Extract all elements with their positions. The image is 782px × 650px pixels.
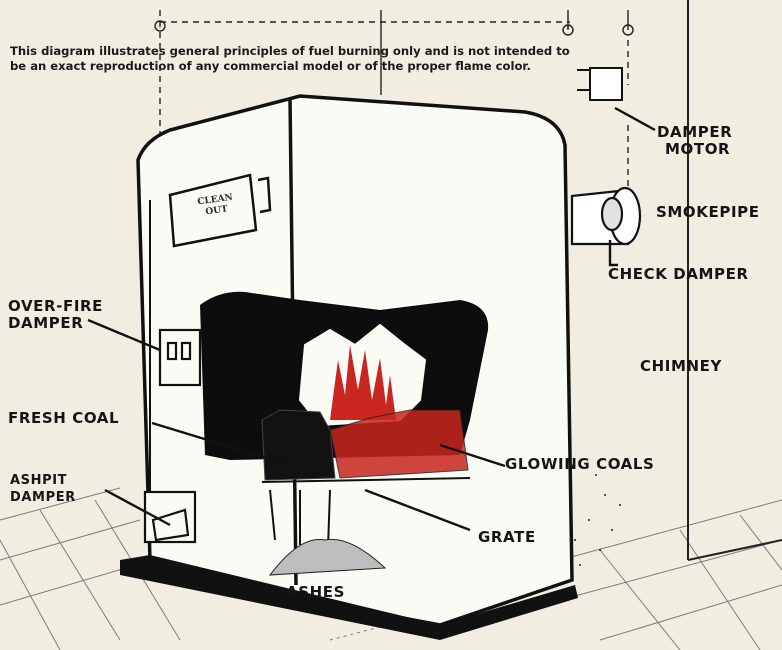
glowing-coals-label: GLOWING COALS	[505, 455, 655, 473]
smokepipe-label: SMOKEPIPE	[656, 203, 760, 221]
ashes-label: ASHES	[286, 583, 346, 601]
disclaimer-note: This diagram illustrates general princip…	[10, 44, 570, 73]
over-fire-damper-label-line1: OVER-FIRE	[8, 297, 104, 315]
grate-label: GRATE	[478, 528, 536, 546]
damper-motor	[577, 67, 623, 101]
damper-motor-label-line2: MOTOR	[665, 140, 731, 158]
chimney-wall	[687, 0, 782, 561]
ashpit-damper-label: ASHPIT DAMPER	[10, 472, 76, 506]
damper-motor-label: DAMPER MOTOR	[657, 124, 732, 158]
check-damper-label: CHECK DAMPER	[608, 265, 749, 283]
smokepipe	[570, 186, 642, 246]
chimney-label: CHIMNEY	[640, 357, 722, 375]
grate	[261, 477, 471, 549]
leader-lines	[87, 106, 656, 532]
fresh-coal-pile	[261, 409, 336, 481]
glowing-coals-pile	[329, 409, 469, 479]
ashpit-damper-label-line1: ASHPIT	[10, 473, 68, 488]
fresh-coal-label: FRESH COAL	[8, 409, 120, 427]
ashpit-damper-label-line2: DAMPER	[10, 490, 76, 505]
damper-motor-label-line1: DAMPER	[657, 123, 733, 141]
stipple-shadow	[559, 474, 621, 601]
ash-pile	[268, 538, 387, 576]
clean-out-door	[168, 173, 272, 248]
furnace-base	[120, 555, 578, 640]
flames	[330, 345, 396, 420]
over-fire-damper-label: OVER-FIRE DAMPER	[8, 298, 103, 332]
over-fire-damper-label-line2: DAMPER	[8, 314, 84, 332]
